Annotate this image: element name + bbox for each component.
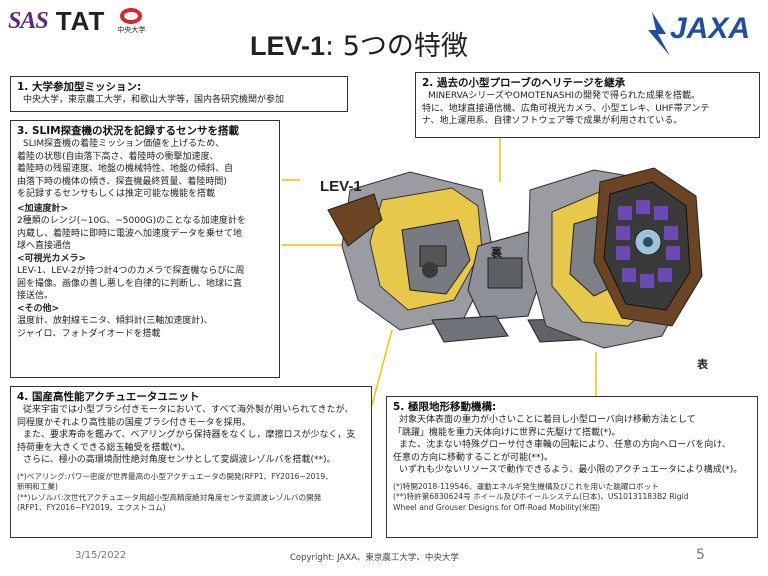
- chuo-university-logo: 中央大学: [117, 7, 146, 35]
- feature-5-line: また、沈まない特殊グローサ付き車輪の回転により、任意の方向へローバを向け、: [399, 440, 731, 450]
- feature-box-4: 4. 国産高性能アクチュエータユニット 従来宇宙では小型ブラシ付きモータにおいて…: [10, 386, 372, 538]
- chuo-logo-mark-icon: [120, 7, 143, 24]
- feature-3-line: 由落下時の機体の傾き、探査機最終質量、着陸時間): [17, 176, 227, 187]
- feature-4-line: 従来宇宙では小型ブラシ付きモータにおいて、すべて海外製が用いられてきたが、: [23, 405, 354, 415]
- feature-4-line: 持荷重を大きくできる総玉軸受を搭載(*)。: [17, 442, 191, 453]
- feature-4-line: 同程度かそれより高性能の国産ブラシ付きモータを採用。: [17, 417, 251, 428]
- feature-box-5: 5. 極限地形移動機構: 対象天体表面の重力が小さいことに着目し小型ローバ向け移…: [386, 396, 758, 538]
- slide-title: LEV-1: 5つの特徴: [250, 24, 468, 63]
- feature-2-line: 特に、地球直接通信機、広角可視光カメラ、小型エレキ、UHF帯アンテ: [422, 103, 710, 114]
- feature-2-line: ナ、地上運用系、自律ソフトウェア等で成果が利用されている。: [422, 116, 683, 126]
- feature-box-2: 2. 過去の小型プローブのヘリテージを継承 MINERVAシリーズやOMOTEN…: [415, 72, 760, 138]
- lev1-label: LEV-1: [320, 178, 362, 195]
- feature-2-heading: 2. 過去の小型プローブのヘリテージを継承: [422, 77, 626, 89]
- accelerometer-line: 内蔵し、着陸時に即時に電波へ加速度データを乗せて地: [17, 228, 243, 239]
- feature-4-line: さらに、極小の高環境耐性絶対角度センサとして変調波レゾルバを搭載(**)。: [23, 455, 336, 465]
- feature-5-line: いずれも少ないリソースで動作できるよう、最小限のアクチュエータにより構成(*)。: [399, 465, 743, 475]
- camera-line: 囲を撮像。画像の善し悪しを自律的に判断し、地球に直: [17, 278, 243, 289]
- accelerometer-line: 球へ直接通信: [17, 241, 72, 251]
- accelerometer-heading: <加速度計>: [17, 203, 69, 214]
- feature-box-3: 3. SLIM探査機の状況を記録するセンサを搭載 SLIM探査機の着陸ミッション…: [10, 120, 280, 378]
- other-sensors-heading: <その他>: [17, 303, 60, 314]
- feature-5-line: 対象天体表面の重力が小さいことに着目し小型ローバ向け移動方法として: [399, 415, 696, 425]
- chuo-logo-text: 中央大学: [117, 25, 146, 34]
- feature-1-line: 中央大学，東京農工大学，和歌山大学等，国内各研究機関が参加: [23, 95, 285, 105]
- feature-5-heading: 5. 極限地形移動機構:: [393, 401, 497, 413]
- rover-back-hemisphere: [341, 171, 495, 331]
- feature-5-note: (**)特許第6830624号 ホイール及びホイールシステム(日本)、US101…: [393, 492, 689, 501]
- feature-3-line: 着陸時の残留速度、地盤の機械特性、地盤の傾斜、自: [17, 164, 234, 174]
- camera-heading: <可視光カメラ>: [17, 253, 87, 264]
- feature-5-note: (*)特開2018-119546、運動エネルギ発生機構及びこれを用いた跳躍ロボッ…: [393, 481, 659, 491]
- slide-title-sub: : 5つの特徴: [325, 31, 468, 62]
- back-side-label: 裏: [491, 246, 502, 259]
- feature-4-note: (**)レゾルバ:次世代アクチュエータ用超小型高精度絶対角度センサ変調波レゾルバ…: [17, 492, 322, 502]
- camera-line: LEV-1、LEV-2が持つ計4つのカメラで探査機ならびに周: [17, 266, 245, 276]
- feature-5-line: 「跳躍」機能を重力天体向けに世界に先駆けて搭載(*)。: [393, 427, 621, 438]
- feature-box-1: 1. 大学参加型ミッション: 中央大学，東京農工大学，和歌山大学等，国内各研究機…: [10, 76, 348, 112]
- rover-solar-panel: [593, 167, 703, 327]
- camera-line: 接送信。: [17, 291, 54, 301]
- rover-back-lid: [327, 193, 383, 247]
- feature-4-note: (RFP1、FY2016~FY2019、エクストコム): [17, 503, 166, 512]
- accelerometer-line: 2種類のレンジ(~10G、~5000G)のことなる加速度計を: [17, 216, 246, 226]
- feature-5-line: 任意の方向に移動することが可能(**)。: [393, 452, 554, 463]
- feature-4-line: また、要求寿命を鑑みて、ベアリングから保持器をなくし，摩擦ロスが少なく，支: [23, 430, 356, 440]
- feature-4-note: 新明和工業): [17, 482, 58, 491]
- footer-copyright: Copyright: JAXA、東京農工大学、中央大学: [290, 553, 459, 563]
- feature-4-note: (*)ベアリング:パワー密度が世界最高の小型アクチュエータの開発(RFP1、FY…: [17, 471, 333, 481]
- other-sensors-line: 温度計、放射線モニタ、傾斜計(三軸加速度計)、: [17, 316, 213, 326]
- jaxa-logo-text: JAXA: [670, 12, 750, 45]
- footer-date: 3/15/2022: [75, 550, 127, 561]
- feature-3-line: を記録するセンサもしくは推定可能な機能を搭載: [17, 189, 216, 199]
- feature-5-note: Wheel and Grouser Designs for Off-Road M…: [393, 502, 601, 512]
- slide-title-main: LEV-1: [250, 31, 326, 61]
- feature-3-heading: 3. SLIM探査機の状況を記録するセンサを搭載: [17, 125, 240, 137]
- other-sensors-line: ジャイロ、フォトダイオードを搭載: [17, 328, 161, 339]
- feature-3-line: 着陸の状態(自由落下高さ、着陸時の衝撃加速度、: [17, 151, 219, 162]
- tat-logo: TAT: [55, 5, 106, 36]
- front-side-label: 表: [697, 358, 708, 371]
- lev1-rover-illustration: [327, 167, 703, 349]
- feature-2-line: MINERVAシリーズやOMOTENASHIの開発で得られた成果を搭載。: [428, 91, 701, 101]
- feature-4-heading: 4. 国産高性能アクチュエータユニット: [17, 391, 200, 403]
- jaxa-swoosh-icon: [648, 12, 670, 56]
- page-number: 5: [696, 547, 705, 563]
- feature-1-heading: 1. 大学参加型ミッション:: [17, 81, 142, 93]
- sas-logo: SAS: [8, 7, 49, 34]
- jaxa-logo: JAXA: [648, 12, 750, 56]
- feature-3-line: SLIM探査機の着陸ミッション価値を上げるため、: [23, 139, 225, 149]
- header-logos: SAS TAT 中央大学: [8, 6, 145, 36]
